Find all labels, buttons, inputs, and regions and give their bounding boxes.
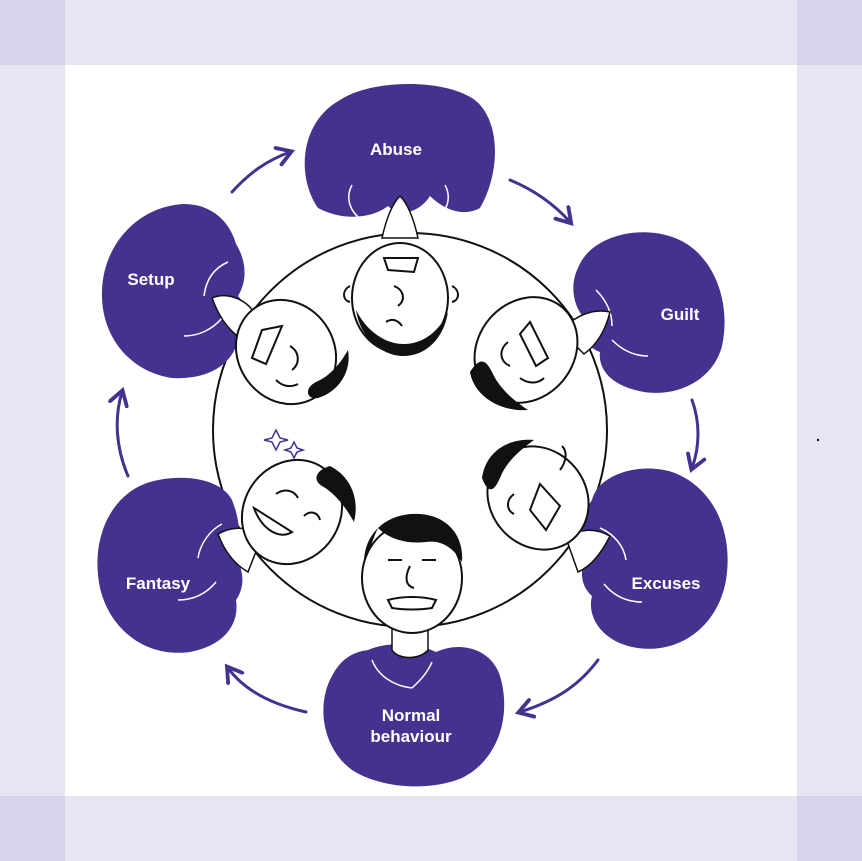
guilt-hair-blob (573, 232, 725, 393)
face-abuse (343, 242, 459, 356)
frame-corner (0, 796, 65, 861)
stage-excuses: Excuses (565, 468, 728, 649)
normal-neck (391, 625, 429, 659)
face-fantasy (240, 458, 356, 566)
stage-setup: Setup (101, 204, 255, 379)
arrow-excuses-to-normal (520, 658, 600, 712)
stage-label-setup: Setup (127, 270, 174, 289)
arrow-fantasy-to-setup (117, 392, 130, 478)
fantasy-hair-blob (97, 477, 243, 653)
stray-dot (816, 438, 820, 442)
sparkle-icon (263, 428, 306, 460)
frame-bottom-band (0, 796, 862, 861)
face-excuses (482, 439, 590, 551)
arrow-normal-to-fantasy (228, 668, 308, 714)
stage-normal-behaviour: Normal behaviour (323, 625, 505, 787)
stage-label-excuses: Excuses (632, 574, 701, 593)
normal-hair-blob (323, 644, 505, 787)
frame-corner (797, 796, 862, 861)
stage-label-abuse: Abuse (370, 140, 422, 159)
stage-label-guilt: Guilt (661, 305, 700, 324)
arrow-guilt-to-excuses (692, 398, 698, 468)
abuse-hair-blob (304, 83, 495, 217)
frame-left-band (0, 0, 65, 861)
stage-label-fantasy: Fantasy (126, 574, 191, 593)
frame-corner (0, 0, 65, 65)
stage-abuse: Abuse (304, 83, 495, 239)
excuses-hair-blob (581, 468, 728, 649)
frame-top-band (0, 0, 862, 65)
face-setup (234, 298, 349, 406)
arrow-abuse-to-guilt (508, 178, 570, 222)
abuse-neck (381, 194, 419, 239)
stage-label-normal-behaviour: behaviour (370, 727, 452, 746)
arrow-setup-to-abuse (230, 152, 290, 194)
face-guilt (470, 296, 579, 411)
frame-corner (797, 0, 862, 65)
face-normal (361, 513, 463, 634)
frame-right-band (797, 0, 862, 861)
stage-label-normal: Normal (382, 706, 441, 725)
setup-hair-blob (101, 204, 247, 379)
